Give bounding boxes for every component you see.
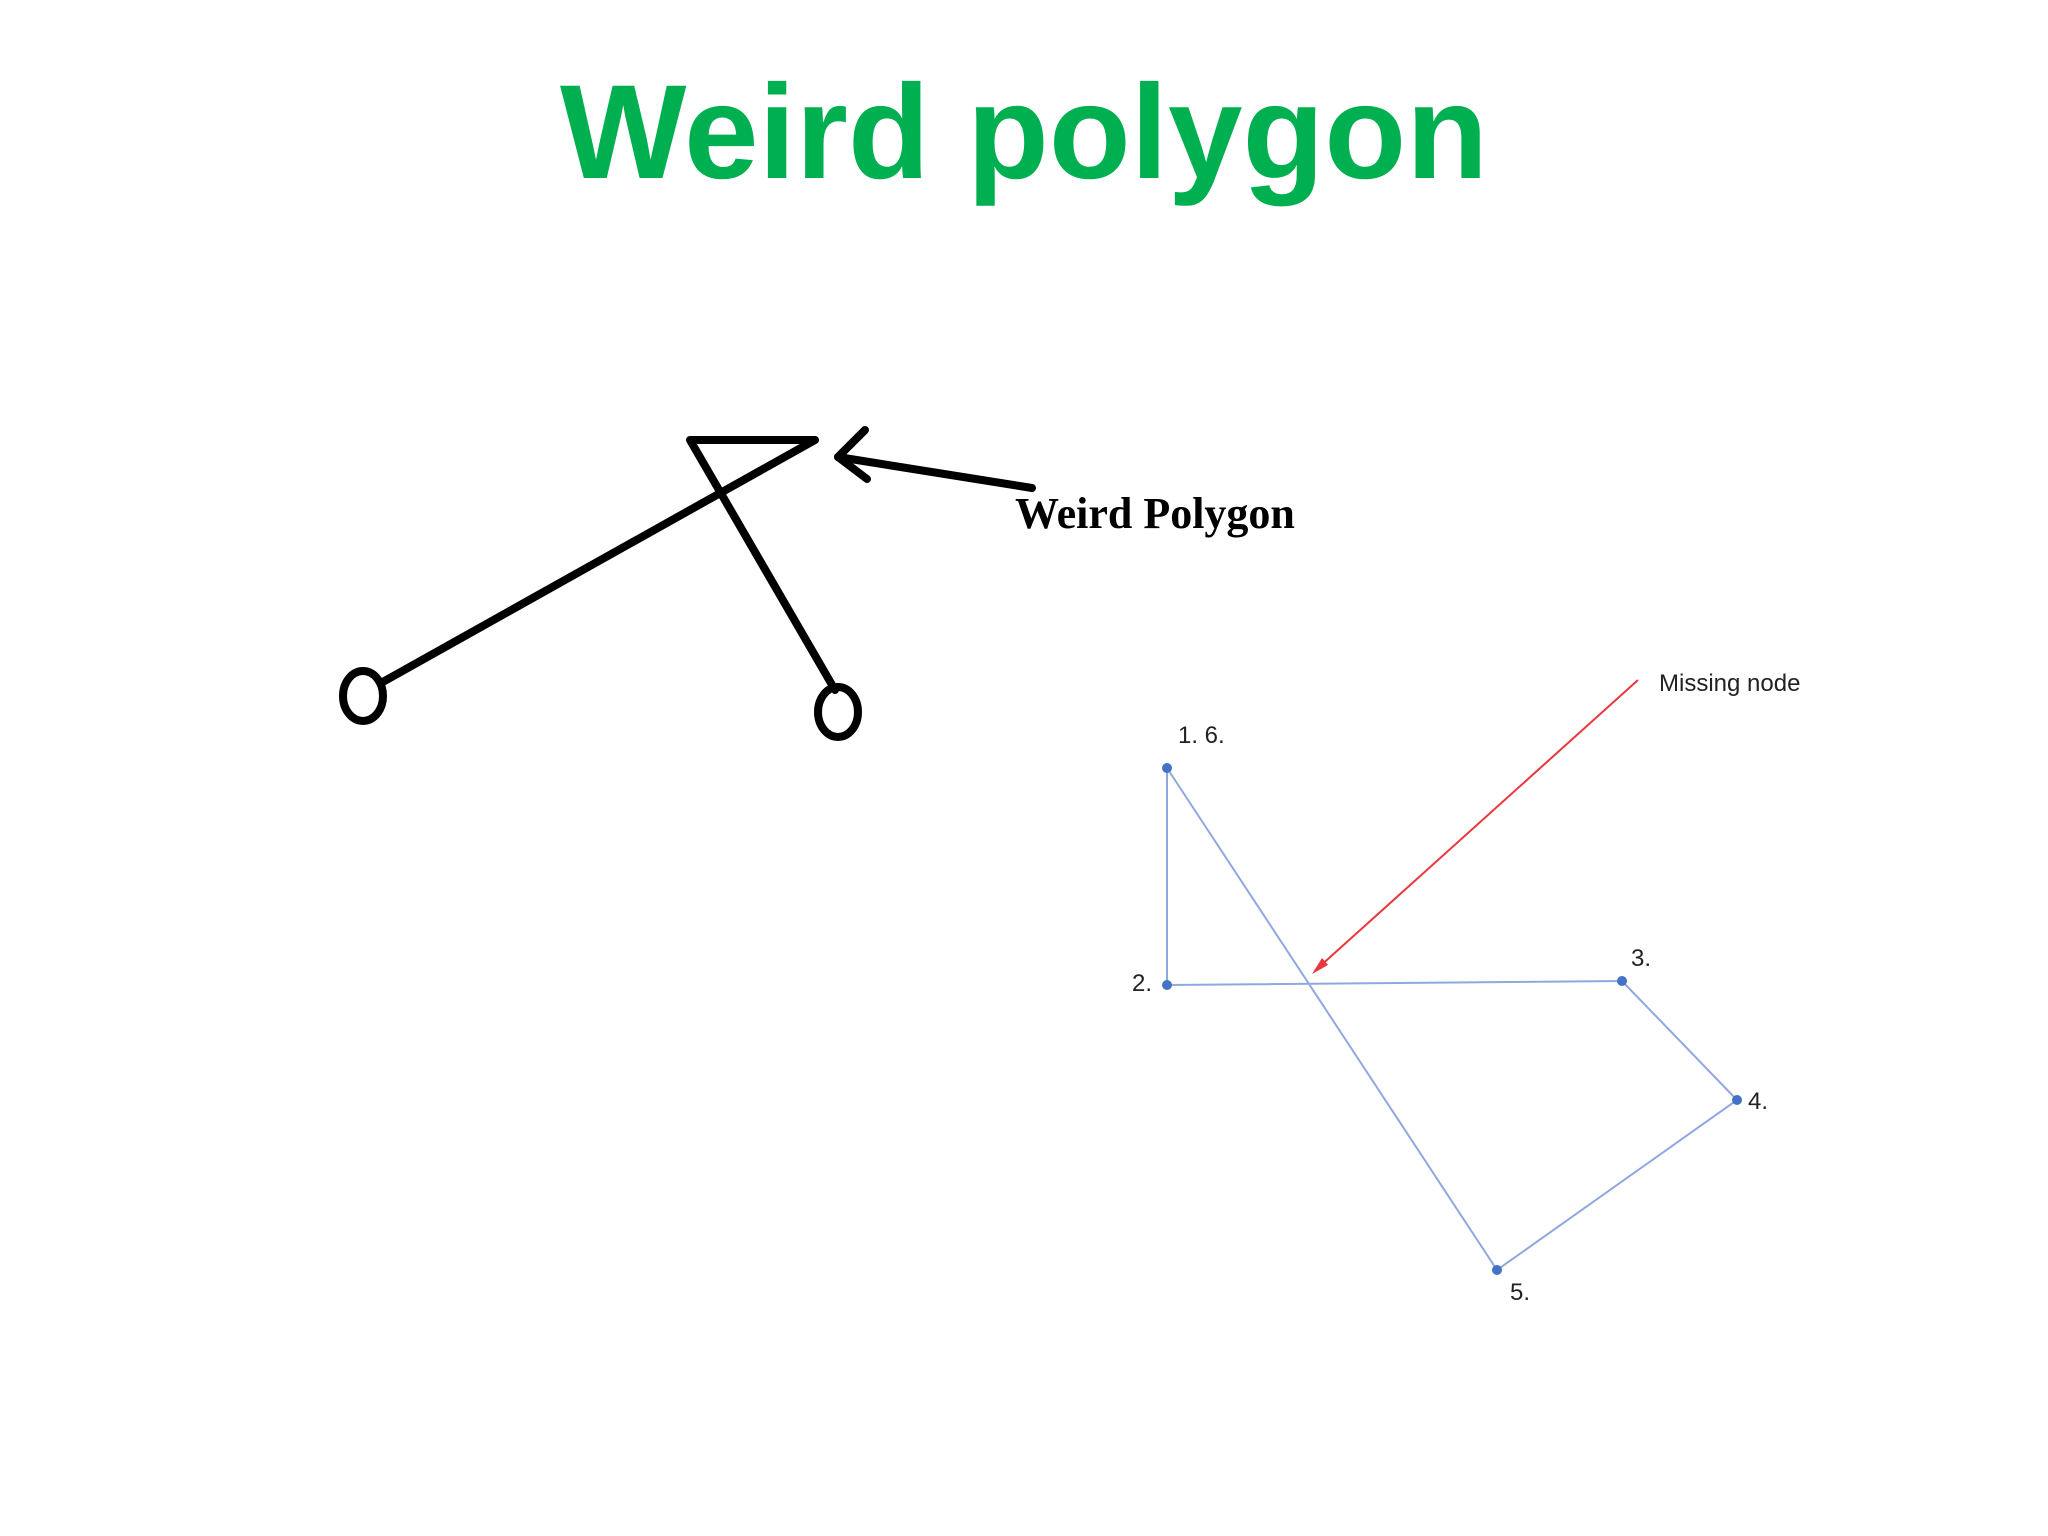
node-label-3: 3. (1631, 945, 1651, 972)
node-label-4: 4. (1748, 1088, 1768, 1115)
polygon-edges (1166, 767, 1739, 1272)
node-2 (1162, 980, 1172, 990)
sketch-pointer-arrow-head (834, 426, 871, 483)
node-label-2: 2. (1132, 970, 1152, 997)
node-5 (1492, 1265, 1502, 1275)
sketch-left-endpoint-circle (339, 667, 387, 725)
sketch-right-endpoint-circle (814, 683, 862, 741)
missing-node-arrow-shaft (1317, 679, 1639, 969)
sketch-pointer-arrow-shaft (834, 453, 1036, 492)
weird-polygon-label: Weird Polygon (1015, 489, 1295, 538)
node-3 (1617, 976, 1627, 986)
weird-polygon-sketch (339, 426, 1036, 741)
slide-title: Weird polygon (559, 58, 1489, 207)
node-label-5: 5. (1510, 1279, 1530, 1306)
node-1-6 (1162, 763, 1172, 773)
node-polygon-diagram: 1. 6. 2. 3. 4. 5. Missing node (1132, 670, 1800, 1306)
missing-node-arrow-head (1312, 958, 1328, 974)
sketch-polygon-outline (377, 436, 839, 694)
missing-node-callout: Missing node (1659, 670, 1800, 697)
node-4 (1732, 1095, 1742, 1105)
node-label-1-6: 1. 6. (1178, 722, 1225, 749)
